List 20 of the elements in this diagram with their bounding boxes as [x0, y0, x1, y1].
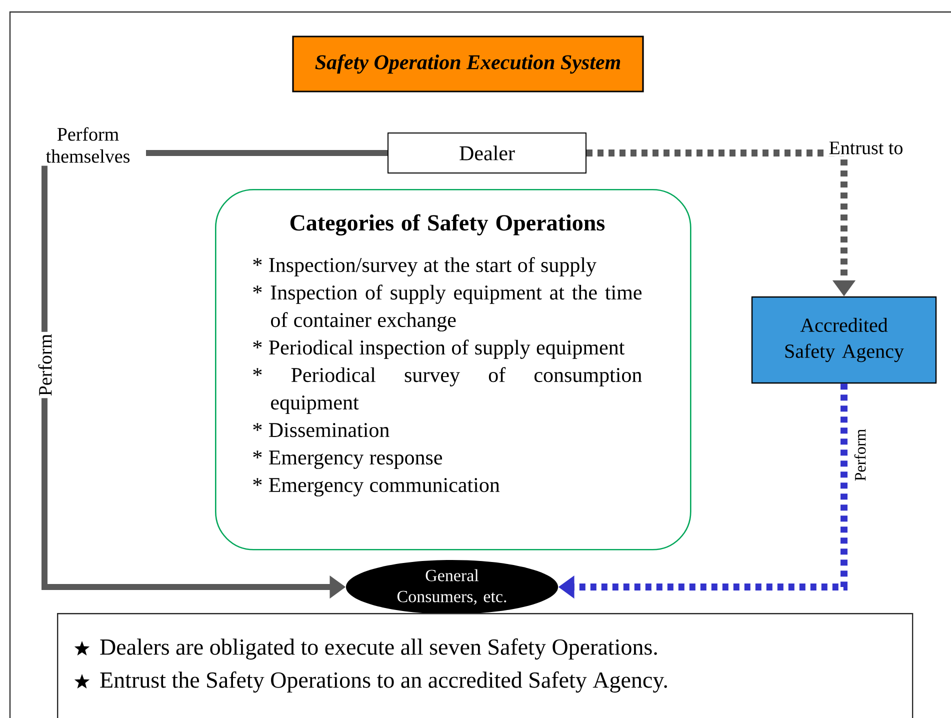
note-box [57, 613, 914, 718]
node-label: * Inspection of supply equipment at the time of container exchange [253, 284, 642, 332]
category-list: Categories of Safety Operations * Inspection/survey at the start of supply * Inspection of supply equipment at the time of container exchange * Periodical inspection of supply equipment * Periodical survey of consumption equipment * Dissemination * Emergency response * Emergency communication [253, 214, 642, 496]
agency-box: Accredited Safety Agency [751, 296, 937, 384]
node-label: * Emergency response [253, 450, 442, 469]
title-box: Safety Operation Execution System [292, 36, 644, 92]
edge-label: Perform [852, 426, 868, 484]
node-label: * Inspection/survey at the start of supply [253, 257, 596, 276]
edge-label: Perform [36, 332, 54, 398]
category-panel [215, 189, 692, 550]
node-label: * Emergency communication [253, 478, 500, 496]
node-label: * Periodical survey of consumption equipment [253, 367, 642, 414]
note-text: Entrust the Safety Operations to an accredited Safety Agency. [100, 671, 667, 693]
dealer-box: Dealer [388, 132, 586, 174]
edge-label: Entrust to [826, 140, 906, 156]
node-label: * Periodical inspection of supply equipment [253, 340, 625, 359]
side-label: Perform themselves [30, 124, 146, 166]
node-label: Categories of Safety Operations [290, 214, 605, 236]
node-label: * Dissemination [253, 422, 390, 438]
note-text: Dealers are obligated to execute all seven Safety Operations. [100, 638, 657, 660]
